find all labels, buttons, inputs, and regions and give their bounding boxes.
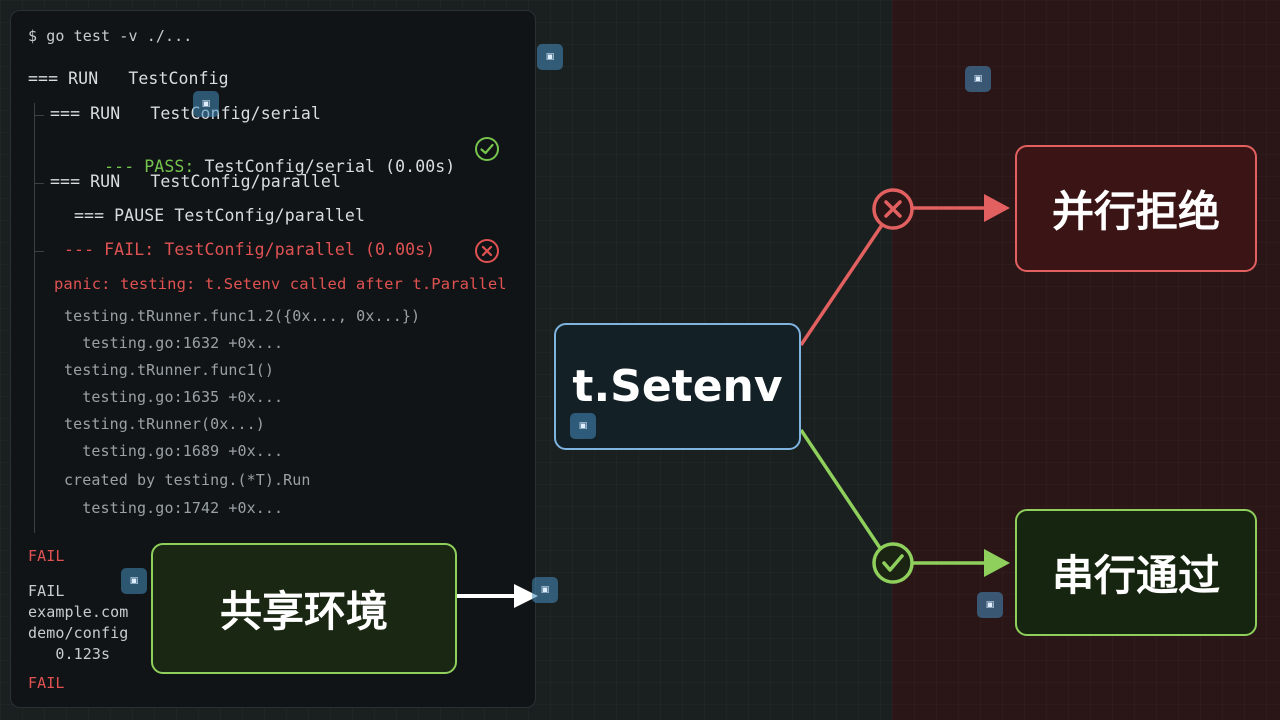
watermark-logo-icon: ▣ <box>570 413 596 439</box>
watermark-logo-icon: ▣ <box>537 44 563 70</box>
watermark-logo-icon: ▣ <box>193 91 219 117</box>
stack-frame: testing.tRunner(0x...) <box>64 415 265 433</box>
tree-connector <box>34 183 44 184</box>
watermark-logo-icon: ▣ <box>121 568 147 594</box>
stack-frame: testing.tRunner.func1.2({0x..., 0x...}) <box>64 307 421 325</box>
fail-line: --- FAIL: TestConfig/parallel (0.00s) <box>64 240 436 259</box>
x-circle-icon <box>475 239 499 263</box>
tree-connector <box>34 251 44 252</box>
run-serial-line: === RUN TestConfig/serial <box>50 104 321 123</box>
stack-frame: testing.tRunner.func1() <box>64 361 275 379</box>
parallel-reject-box[interactable]: 并行拒绝 <box>1015 145 1257 272</box>
summary-line: demo/config <box>28 624 129 642</box>
stack-frame: testing.go:1635 +0x... <box>64 388 284 406</box>
run-parallel-line: === RUN TestConfig/parallel <box>50 172 341 191</box>
pass-line: --- PASS: TestConfig/serial (0.00s) <box>64 138 455 195</box>
serial-pass-box[interactable]: 串行通过 <box>1015 509 1257 636</box>
stack-frame: testing.go:1632 +0x... <box>64 334 284 352</box>
run-root-line: === RUN TestConfig <box>28 69 229 88</box>
stack-frame: created by testing.(*T).Run <box>64 471 311 489</box>
watermark-logo-icon: ▣ <box>965 66 991 92</box>
terminal-command: $ go test -v ./... <box>28 27 193 45</box>
shared-env-box[interactable]: 共享环境 <box>151 543 457 674</box>
pass-prefix: --- PASS: <box>104 157 195 176</box>
tree-connector <box>34 115 44 116</box>
panic-line: panic: testing: t.Setenv called after t.… <box>54 275 507 293</box>
summary-line: 0.123s <box>28 645 111 663</box>
stack-frame: testing.go:1689 +0x... <box>64 442 284 460</box>
check-circle-icon <box>475 137 499 161</box>
fail-word: FAIL <box>28 547 65 565</box>
watermark-logo-icon: ▣ <box>532 577 558 603</box>
summary-line: FAIL <box>28 582 65 600</box>
pass-rest: TestConfig/serial (0.00s) <box>194 157 456 176</box>
stack-frame: testing.go:1742 +0x... <box>64 499 284 517</box>
summary-line: example.com <box>28 603 129 621</box>
watermark-logo-icon: ▣ <box>977 592 1003 618</box>
pause-parallel-line: === PAUSE TestConfig/parallel <box>74 206 365 225</box>
tree-connector <box>34 103 35 533</box>
fail-final: FAIL <box>28 674 65 692</box>
